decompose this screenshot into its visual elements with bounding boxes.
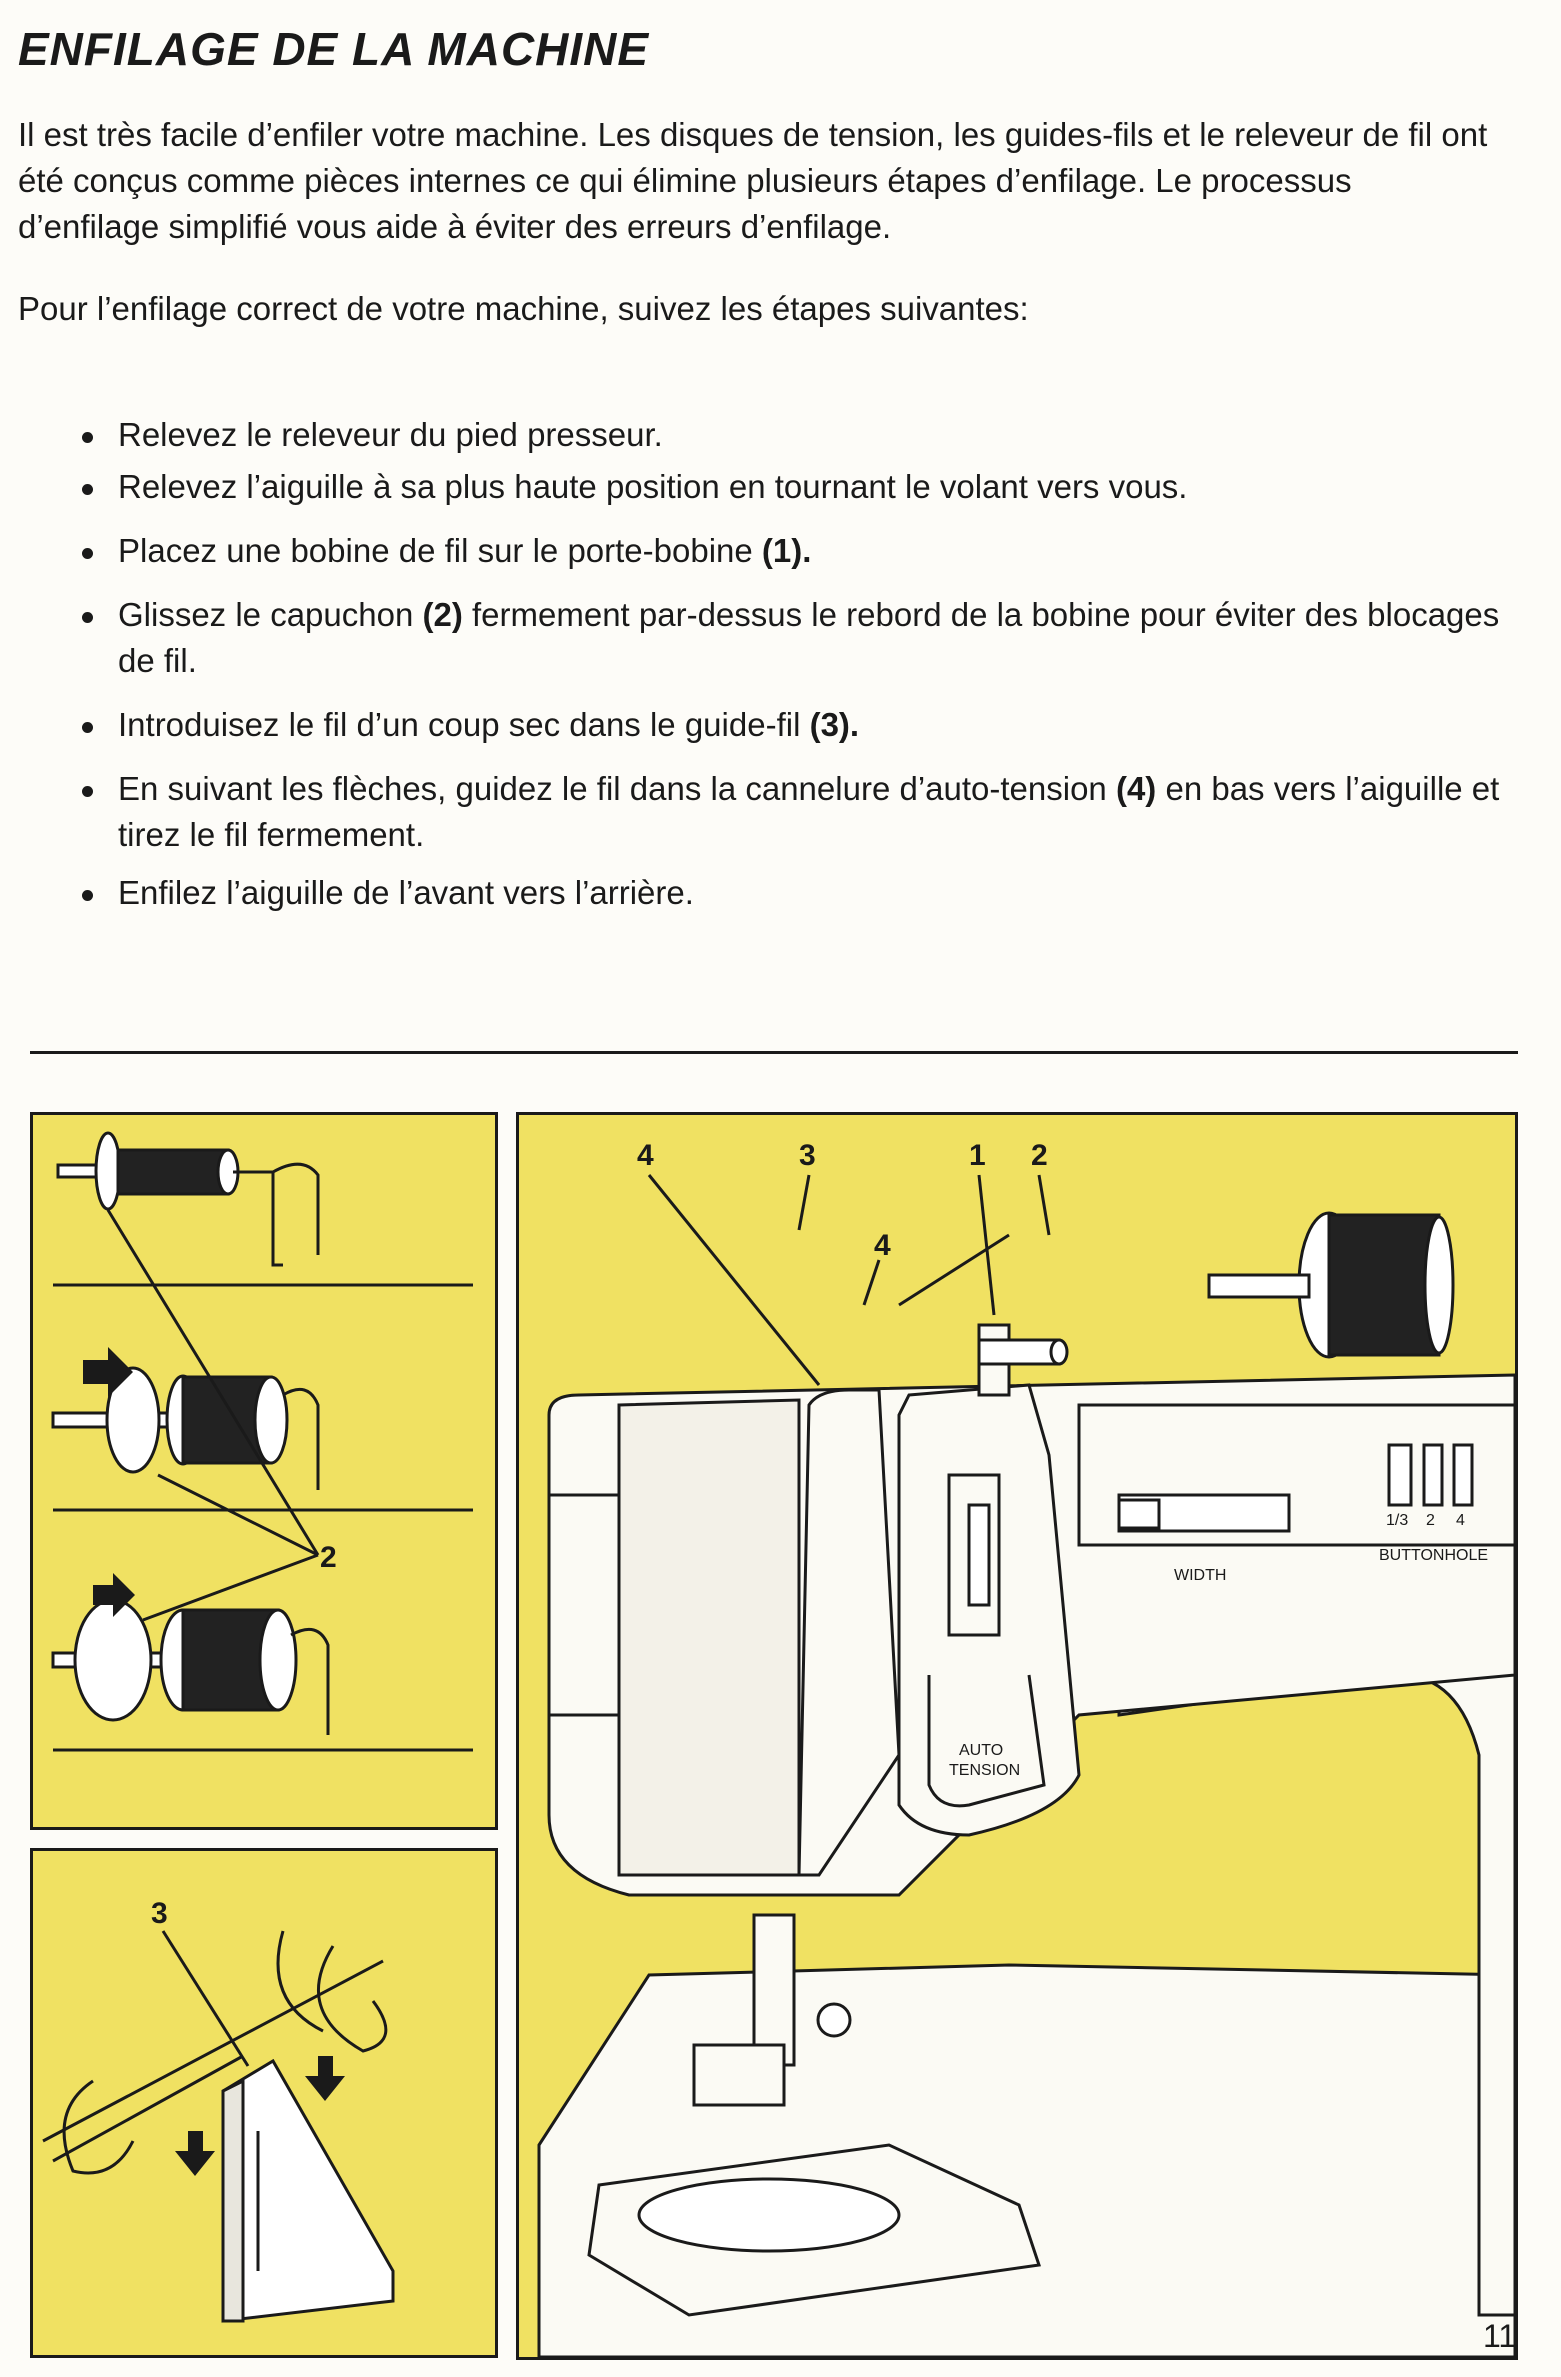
spool-cap-illustration: 2 [30, 1112, 498, 1830]
intro-paragraph: Il est très facile d’enfiler votre machi… [18, 116, 1488, 245]
list-item: Glissez le capuchon (2) fermement par-de… [70, 592, 1540, 684]
threading-steps-list: Relevez le releveur du pied presseur. Re… [70, 412, 1540, 916]
list-item: Introduisez le fil d’un coup sec dans le… [70, 702, 1540, 748]
auto-tension-text: AUTO [959, 1742, 1003, 1759]
page-title: ENFILAGE DE LA MACHINE [18, 23, 650, 75]
spool-cap-label: 2 [320, 1541, 337, 1574]
thread-guide-label: 3 [151, 1897, 168, 1930]
lead-paragraph: Pour l’enfilage correct de votre machine… [18, 290, 1029, 327]
list-item: Relevez le releveur du pied presseur. [70, 412, 1540, 458]
callout-spool-cap: 2 [1031, 1139, 1048, 1172]
buttonhole-step: 1/3 [1386, 1512, 1408, 1529]
thread-guide-illustration: 3 [30, 1848, 498, 2358]
spool-cap-drawing: 2 [51, 1131, 473, 1752]
width-text: WIDTH [1174, 1567, 1226, 1584]
list-item: Enfilez l’aiguille de l’avant vers l’arr… [70, 870, 1540, 916]
auto-tension-text: TENSION [949, 1762, 1020, 1779]
list-item: En suivant les flèches, guidez le fil da… [70, 766, 1540, 858]
buttonhole-text: BUTTONHOLE [1379, 1547, 1488, 1564]
list-item: Relevez l’aiguille à sa plus haute posit… [70, 464, 1540, 510]
buttonhole-step: 4 [1456, 1512, 1465, 1529]
thread-guide-drawing: 3 [42, 1897, 395, 2323]
section-divider [30, 1051, 1518, 1054]
buttonhole-step: 2 [1426, 1512, 1435, 1529]
callout-tension-right: 4 [874, 1229, 891, 1262]
sewing-machine-illustration: 4 3 1 2 4 AUTO TENSION WIDTH BUTTONHOLE … [516, 1112, 1518, 2360]
page-number: 11 [1483, 2318, 1517, 2354]
sewing-machine-drawing: 4 3 1 2 4 AUTO TENSION WIDTH BUTTONHOLE … [537, 1139, 1515, 2357]
callout-guide: 3 [799, 1139, 816, 1172]
callout-spool-pin: 1 [969, 1139, 986, 1172]
list-item: Placez une bobine de fil sur le porte-bo… [70, 528, 1540, 574]
callout-tension-left: 4 [637, 1139, 654, 1172]
